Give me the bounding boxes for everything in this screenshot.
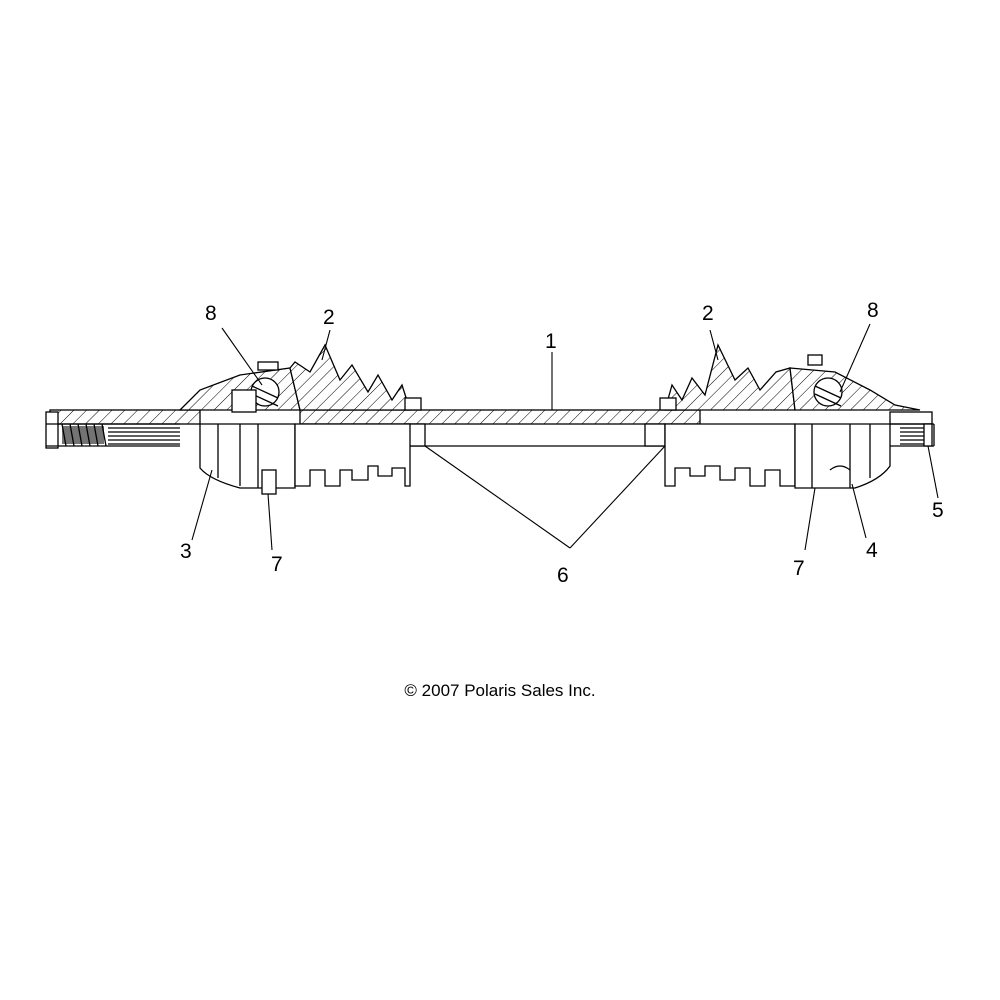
- left-splines: [108, 427, 180, 445]
- right-stub-shaft: [889, 411, 935, 447]
- left-stub-shaft: [45, 409, 201, 449]
- callout-7-left: 7: [271, 553, 283, 576]
- callout-3: 3: [180, 540, 192, 563]
- callout-5: 5: [932, 499, 944, 522]
- callout-labels: 8 2 1 2 8 3 7 6 7 4 5: [180, 299, 944, 587]
- right-boot: [659, 343, 796, 487]
- callout-1: 1: [545, 330, 557, 353]
- callout-8-left: 8: [205, 302, 217, 325]
- callout-8-right: 8: [867, 299, 879, 322]
- callout-7-right: 7: [793, 557, 805, 580]
- callout-2-right: 2: [702, 302, 714, 325]
- right-cv-joint-housing: [789, 354, 921, 489]
- left-boot: [257, 343, 422, 487]
- callout-2-left: 2: [323, 306, 335, 329]
- left-thread: [61, 423, 107, 447]
- leader-lines: [191, 323, 939, 551]
- left-cv-joint-housing: [178, 367, 301, 495]
- callout-4: 4: [866, 539, 878, 562]
- copyright-notice: © 2007 Polaris Sales Inc.: [404, 681, 596, 700]
- callout-6: 6: [557, 564, 569, 587]
